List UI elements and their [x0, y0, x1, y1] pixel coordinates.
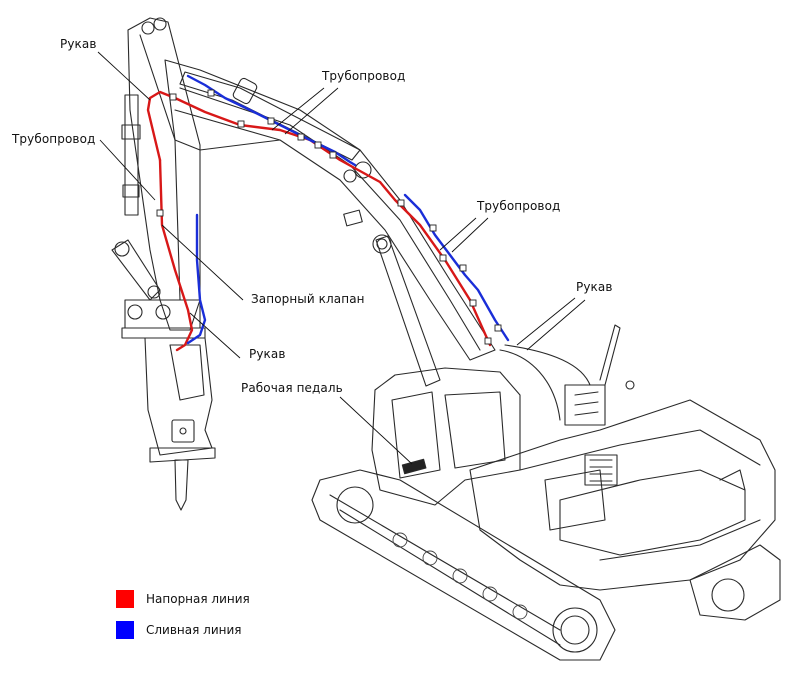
label-hose-breaker: Рукав [249, 347, 286, 361]
label-pipeline-arm: Трубопровод [322, 69, 406, 83]
legend-swatch-pressure [116, 590, 134, 608]
breaker-chisel [174, 459, 189, 511]
leader-hose-breaker [189, 312, 241, 359]
line-clamps [156, 89, 502, 345]
leader-pipeline-left [99, 139, 156, 201]
boom [164, 59, 496, 361]
label-pipeline-left: Трубопровод [12, 132, 96, 146]
return-line-boom [403, 193, 510, 342]
operator-cab [371, 367, 521, 506]
equipment-box [564, 384, 606, 426]
label-hose-cab: Рукав [576, 280, 613, 294]
left-track [311, 469, 616, 661]
control-valve-block [584, 454, 618, 486]
return-line-breaker [186, 213, 207, 345]
label-stop-valve: Запорный клапан [251, 292, 365, 306]
upper-structure [469, 399, 776, 591]
return-line-arm [186, 74, 357, 167]
hydraulic-breaker [144, 337, 213, 456]
leader-stop-valve [161, 224, 244, 301]
boom-cylinder [375, 235, 441, 387]
leader-hose-cab-2 [526, 299, 586, 351]
leader-pipeline-boom-1 [439, 217, 477, 251]
idler-wheel [336, 486, 374, 524]
label-work-pedal: Рабочая педаль [241, 381, 343, 395]
legend-item-pressure: Напорная линия [116, 590, 250, 608]
return-line [186, 74, 510, 345]
leader-hose-top [97, 51, 151, 101]
pressure-line [146, 90, 492, 352]
arm-cylinder [124, 94, 139, 216]
legend-label-pressure: Напорная линия [146, 592, 250, 606]
leader-pipeline-boom-2 [451, 217, 489, 253]
leader-lines [97, 51, 586, 465]
right-track [689, 544, 781, 621]
bucket-linkage [111, 239, 161, 301]
pressure-line-arm [146, 90, 492, 347]
arm-cylinder-top [179, 71, 361, 161]
sprocket-wheel [552, 607, 598, 653]
arm [127, 17, 201, 331]
label-pipeline-boom: Трубопровод [477, 199, 561, 213]
leader-pipeline-arm-1 [271, 87, 325, 131]
label-hose-top: Рукав [60, 37, 97, 51]
leader-work-pedal [339, 396, 413, 465]
legend-label-return: Сливная линия [146, 623, 242, 637]
legend-item-return: Сливная линия [116, 621, 241, 639]
leader-pipeline-arm-2 [284, 87, 339, 135]
legend-swatch-return [116, 621, 134, 639]
leader-hose-cab-1 [516, 297, 576, 346]
